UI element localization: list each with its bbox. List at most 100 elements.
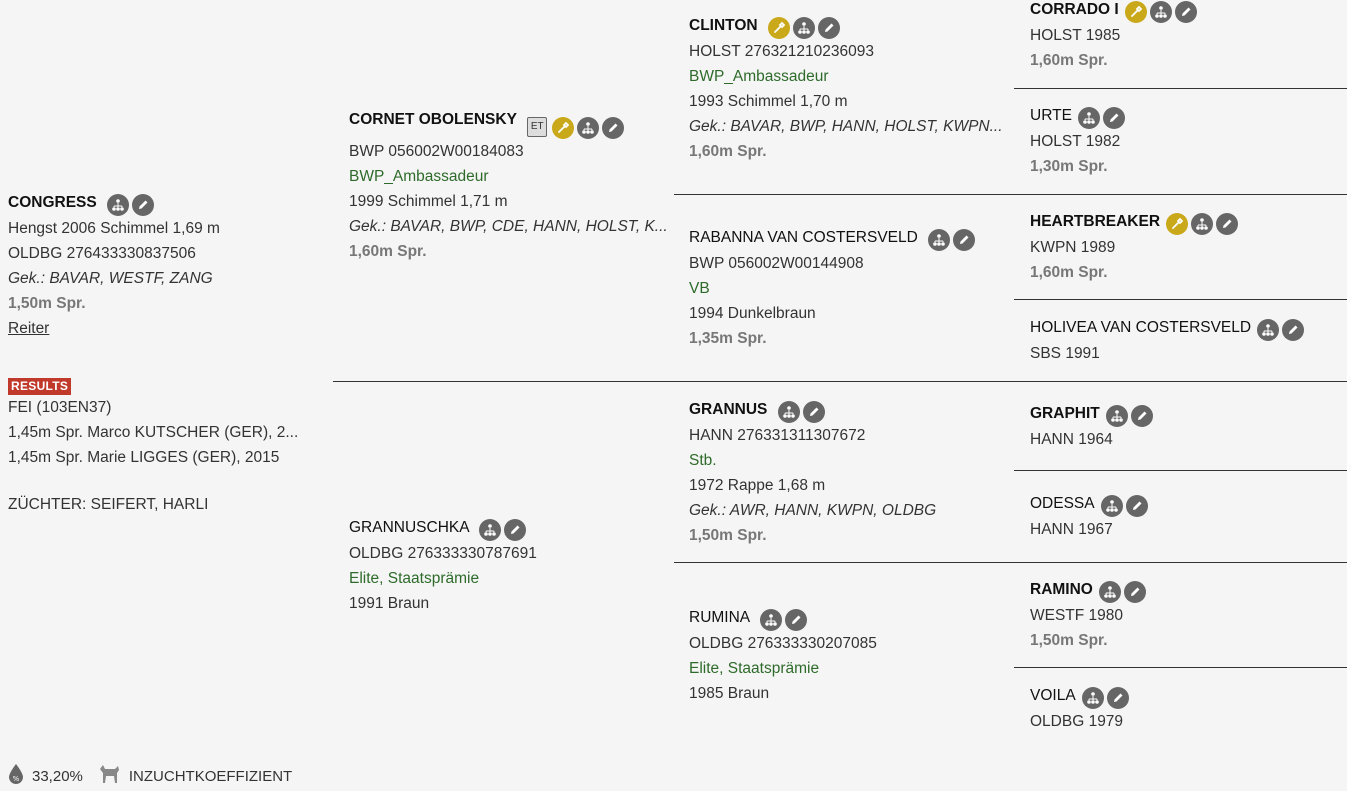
subject-info: Hengst 2006 Schimmel 1,69 m bbox=[8, 220, 220, 237]
edit-pencil-icon[interactable] bbox=[953, 229, 976, 251]
sd-spr: 1,35m Spr. bbox=[689, 330, 767, 347]
g3-icons bbox=[1166, 213, 1239, 235]
inbreeding-label[interactable]: INZUCHTKOEFFIZIENT bbox=[128, 767, 293, 785]
g8-icons bbox=[1081, 687, 1129, 709]
edit-pencil-icon[interactable] bbox=[1102, 107, 1125, 129]
pedigree-tree-icon[interactable] bbox=[1257, 319, 1280, 341]
results-badge[interactable]: RESULTS bbox=[8, 378, 72, 395]
edit-pencil-icon[interactable] bbox=[1216, 213, 1239, 235]
edit-pencil-icon[interactable] bbox=[1130, 405, 1153, 427]
pedigree-tree-icon[interactable] bbox=[577, 117, 600, 139]
g3-name[interactable]: HEARTBREAKER bbox=[1030, 213, 1161, 230]
sd-icons bbox=[928, 229, 976, 251]
edit-pencil-icon[interactable] bbox=[1282, 319, 1305, 341]
edit-pencil-icon[interactable] bbox=[1174, 1, 1197, 23]
dd-predicate: Elite, Staatsprämie bbox=[689, 660, 820, 677]
g7-name[interactable]: RAMINO bbox=[1030, 581, 1093, 598]
g8-panel: VOILA OLDBG 1979 bbox=[1030, 683, 1129, 734]
pedigree-tree-icon[interactable] bbox=[1077, 107, 1100, 129]
g8-name[interactable]: VOILA bbox=[1030, 687, 1076, 704]
edit-pencil-icon[interactable] bbox=[802, 401, 825, 423]
sire-quality-icon[interactable] bbox=[767, 17, 790, 39]
subject-icons bbox=[107, 194, 155, 216]
et-badge: ET bbox=[527, 117, 548, 137]
sd-reg: BWP 056002W00144908 bbox=[689, 255, 864, 272]
subject-panel: CONGRESS Hengst 2006 Schimmel 1,69 m OLD… bbox=[8, 190, 220, 341]
edit-pencil-icon[interactable] bbox=[1125, 495, 1148, 517]
pedigree-tree-icon[interactable] bbox=[479, 519, 502, 541]
g7-reg: WESTF 1980 bbox=[1030, 607, 1124, 624]
divider-gen2-top bbox=[674, 194, 1347, 195]
ss-panel: CLINTON HOLST 276321210236093 BWP_Ambass… bbox=[689, 13, 1003, 164]
pedigree-tree-icon[interactable] bbox=[792, 17, 815, 39]
sire-quality-icon[interactable] bbox=[552, 117, 575, 139]
g2-reg: HOLST 1982 bbox=[1030, 133, 1121, 150]
edit-pencil-icon[interactable] bbox=[504, 519, 527, 541]
sd-predicate: VB bbox=[689, 280, 710, 297]
edit-pencil-icon[interactable] bbox=[784, 609, 807, 631]
g4-icons bbox=[1257, 319, 1305, 341]
dd-icons bbox=[759, 609, 807, 631]
g2-name[interactable]: URTE bbox=[1030, 107, 1072, 124]
dd-reg: OLDBG 276333330207085 bbox=[689, 635, 877, 652]
g5-name[interactable]: GRAPHIT bbox=[1030, 405, 1100, 422]
dam-name[interactable]: GRANNUSCHKA bbox=[349, 519, 469, 536]
horse-icon[interactable] bbox=[97, 763, 121, 789]
g6-icons bbox=[1100, 495, 1148, 517]
dam-panel: GRANNUSCHKA OLDBG 276333330787691 Elite,… bbox=[349, 515, 537, 616]
sd-panel: RABANNA VAN COSTERSVELD BWP 056002W00144… bbox=[689, 225, 976, 351]
sire-quality-icon[interactable] bbox=[1166, 213, 1189, 235]
divider-g3 bbox=[1014, 299, 1347, 300]
g4-panel: HOLIVEA VAN COSTERSVELD SBS 1991 bbox=[1030, 315, 1305, 366]
g4-name[interactable]: HOLIVEA VAN COSTERSVELD bbox=[1030, 319, 1252, 336]
result-2: 1,45m Spr. Marie LIGGES (GER), 2015 bbox=[8, 449, 280, 466]
g2-panel: URTE HOLST 1982 1,30m Spr. bbox=[1030, 103, 1125, 179]
divider-gen2-bottom bbox=[674, 562, 1347, 563]
g7-icons bbox=[1098, 581, 1146, 603]
divider-g7 bbox=[1014, 667, 1347, 668]
pedigree-tree-icon[interactable] bbox=[777, 401, 800, 423]
dd-desc: 1985 Braun bbox=[689, 685, 770, 702]
pedigree-tree-icon[interactable] bbox=[1105, 405, 1128, 427]
subject-spr: 1,50m Spr. bbox=[8, 295, 86, 312]
sire-name[interactable]: CORNET OBOLENSKY bbox=[349, 111, 517, 128]
g3-panel: HEARTBREAKER KWPN 1989 1,60m Spr. bbox=[1030, 209, 1239, 285]
g1-name[interactable]: CORRADO I bbox=[1030, 1, 1119, 18]
sd-desc: 1994 Dunkelbraun bbox=[689, 305, 816, 322]
g1-icons bbox=[1124, 1, 1197, 23]
ds-name[interactable]: GRANNUS bbox=[689, 401, 768, 418]
ss-desc: 1993 Schimmel 1,70 m bbox=[689, 93, 848, 110]
ss-name[interactable]: CLINTON bbox=[689, 17, 758, 34]
sd-name[interactable]: RABANNA VAN COSTERSVELD bbox=[689, 229, 918, 246]
dd-name[interactable]: RUMINA bbox=[689, 609, 750, 626]
pedigree-tree-icon[interactable] bbox=[1191, 213, 1214, 235]
ss-reg: HOLST 276321210236093 bbox=[689, 43, 875, 60]
g5-icons bbox=[1105, 405, 1153, 427]
g8-reg: OLDBG 1979 bbox=[1030, 713, 1124, 730]
ss-icons bbox=[767, 17, 840, 39]
pedigree-tree-icon[interactable] bbox=[1098, 581, 1121, 603]
edit-pencil-icon[interactable] bbox=[817, 17, 840, 39]
pedigree-tree-icon[interactable] bbox=[759, 609, 782, 631]
pedigree-tree-icon[interactable] bbox=[928, 229, 951, 251]
subject-registration: OLDBG 276433330837506 bbox=[8, 245, 196, 262]
edit-pencil-icon[interactable] bbox=[1123, 581, 1146, 603]
subject-gek: Gek.: BAVAR, WESTF, ZANG bbox=[8, 270, 213, 287]
g6-name[interactable]: ODESSA bbox=[1030, 495, 1095, 512]
pedigree-tree-icon[interactable] bbox=[1100, 495, 1123, 517]
rider-link[interactable]: Reiter bbox=[8, 320, 50, 337]
sire-panel: CORNET OBOLENSKY ET BWP 056002W00184083 … bbox=[349, 107, 668, 264]
sire-quality-icon[interactable] bbox=[1124, 1, 1147, 23]
ss-gek: Gek.: BAVAR, BWP, HANN, HOLST, KWPN... bbox=[689, 118, 1003, 135]
edit-pencil-icon[interactable] bbox=[602, 117, 625, 139]
edit-pencil-icon[interactable] bbox=[1106, 687, 1129, 709]
ds-reg: HANN 276331311307672 bbox=[689, 427, 866, 444]
g5-reg: HANN 1964 bbox=[1030, 431, 1113, 448]
edit-pencil-icon[interactable] bbox=[132, 194, 155, 216]
ds-spr: 1,50m Spr. bbox=[689, 527, 767, 544]
sire-icons: ET bbox=[527, 117, 625, 139]
pedigree-tree-icon[interactable] bbox=[1149, 1, 1172, 23]
pedigree-tree-icon[interactable] bbox=[107, 194, 130, 216]
g7-spr: 1,50m Spr. bbox=[1030, 632, 1108, 649]
pedigree-tree-icon[interactable] bbox=[1081, 687, 1104, 709]
